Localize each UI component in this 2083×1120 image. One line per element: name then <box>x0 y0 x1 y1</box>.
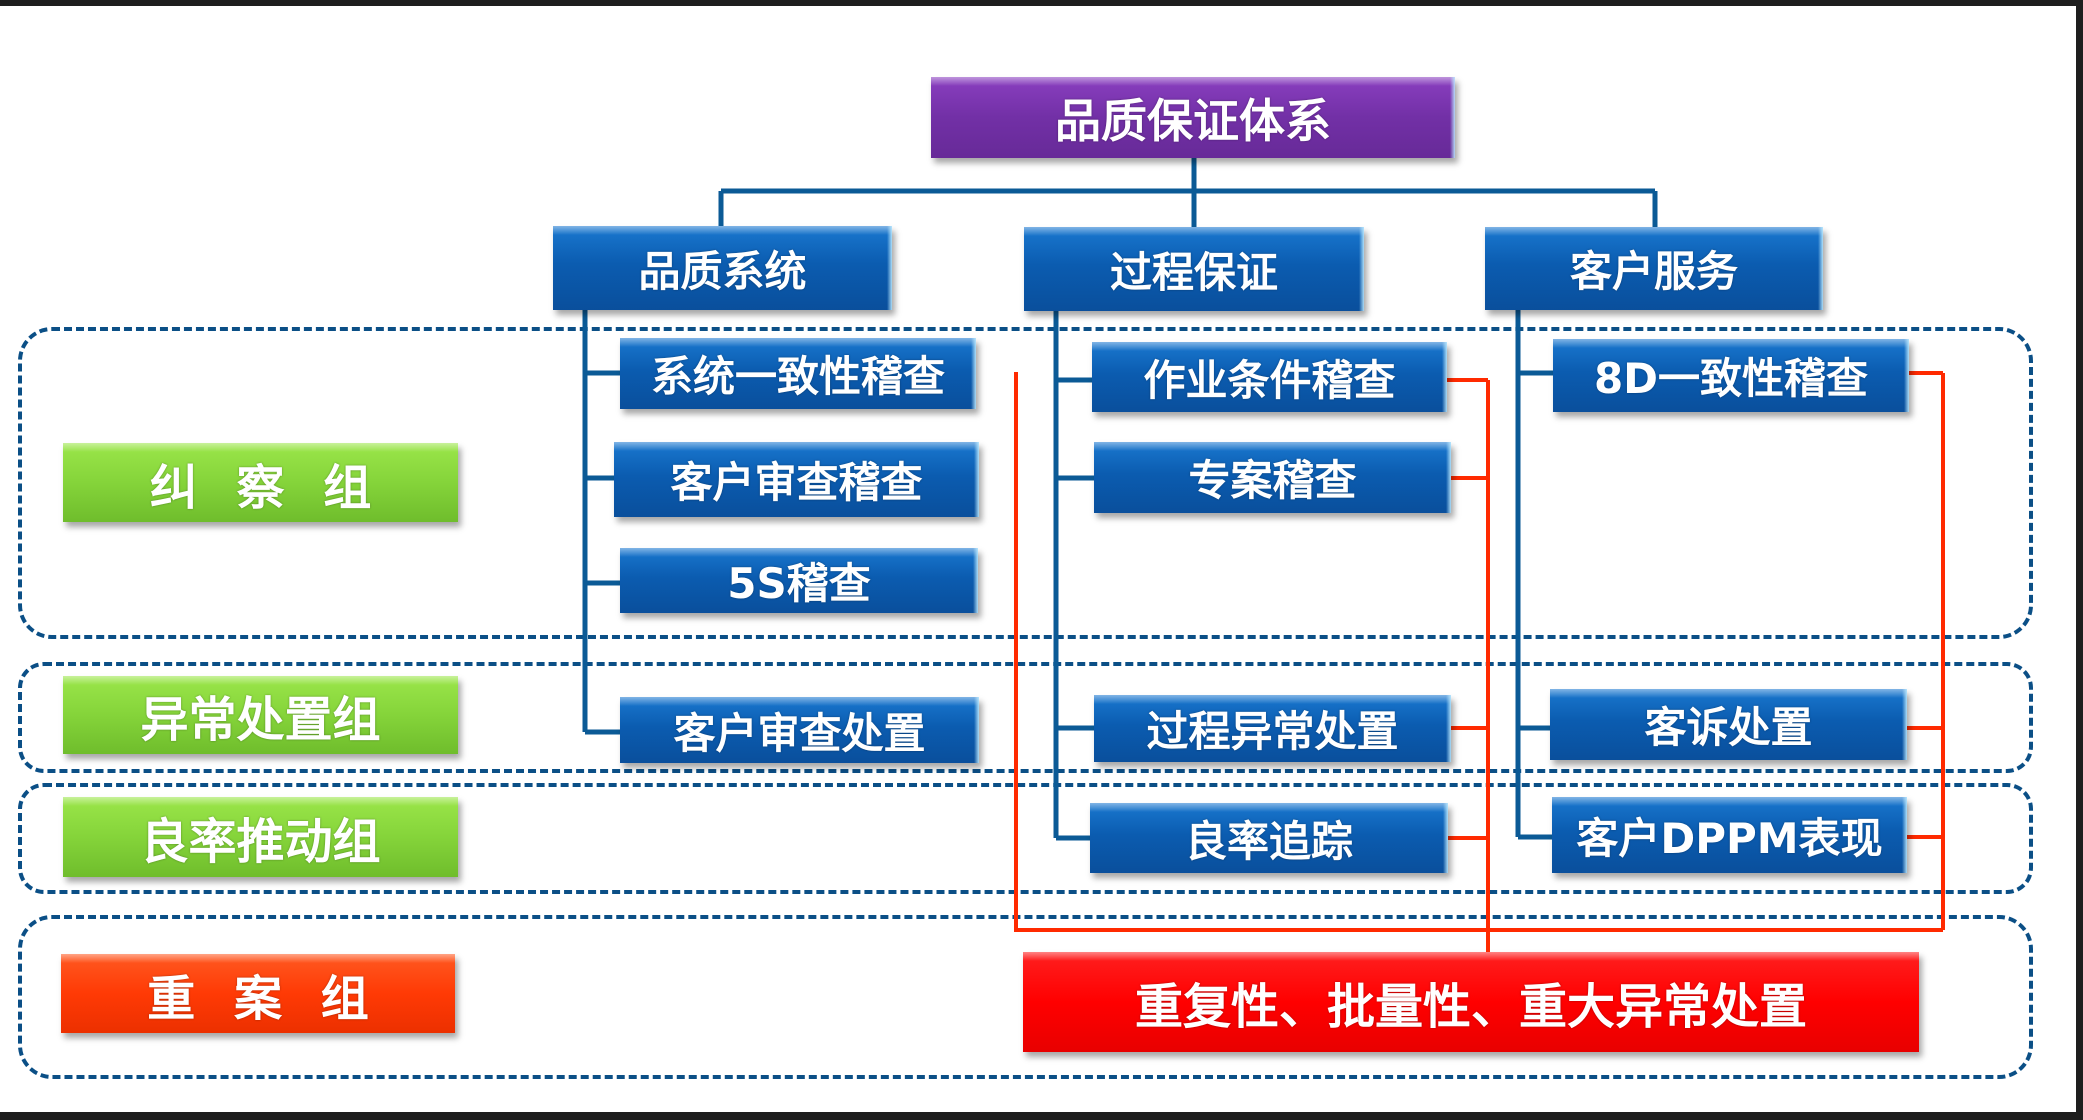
item-work-condition-audit: 作业条件稽查 <box>1092 342 1447 412</box>
pillar-label: 过程保证 <box>1109 247 1278 297</box>
diagram-canvas: 品质保证体系 品质系统 过程保证 客户服务 纠 察 组 异常处置组 良率推动组 … <box>0 6 2076 1112</box>
item-8d-consistency-audit: 8D一致性稽查 <box>1553 339 1909 412</box>
group-label-inspection: 纠 察 组 <box>63 443 458 522</box>
item-label: 客户审查处置 <box>673 708 926 758</box>
pillar-label: 品质系统 <box>638 246 807 296</box>
pillar-process-assurance: 过程保证 <box>1024 227 1364 311</box>
group-label-text: 良率推动组 <box>140 814 381 870</box>
pillar-label: 客户服务 <box>1569 247 1738 296</box>
item-system-consistency-audit: 系统一致性稽查 <box>620 338 976 409</box>
major-case-label: 重复性、批量性、重大异常处置 <box>1134 979 1807 1035</box>
item-label: 专案稽查 <box>1188 456 1357 505</box>
item-label: 客户DPPM表现 <box>1576 813 1883 863</box>
group-label-text: 纠 察 组 <box>149 459 372 516</box>
item-label: 良率追踪 <box>1184 816 1353 866</box>
item-customer-complaint-handling: 客诉处置 <box>1550 689 1907 760</box>
item-process-exception-handling: 过程异常处置 <box>1094 695 1451 762</box>
item-5s-audit: 5S稽查 <box>620 548 978 613</box>
item-label: 客诉处置 <box>1644 703 1813 752</box>
pillar-quality-system: 品质系统 <box>553 226 892 310</box>
pillar-customer-service: 客户服务 <box>1485 227 1823 310</box>
item-label: 8D一致性稽查 <box>1593 354 1869 403</box>
item-label: 5S稽查 <box>727 559 871 608</box>
root-connector <box>718 158 1658 227</box>
group-label-text: 重 案 组 <box>147 970 369 1027</box>
item-label: 系统一致性稽查 <box>650 352 945 401</box>
item-customer-review-audit: 客户审查稽查 <box>614 442 979 517</box>
item-project-audit: 专案稽查 <box>1094 442 1451 513</box>
group-label-exception: 异常处置组 <box>63 676 458 754</box>
item-yield-tracking: 良率追踪 <box>1090 803 1448 873</box>
group-label-major-case: 重 案 组 <box>61 954 455 1033</box>
item-label: 作业条件稽查 <box>1143 355 1396 405</box>
item-customer-review-handling: 客户审查处置 <box>620 697 979 763</box>
item-customer-dppm-performance: 客户DPPM表现 <box>1552 797 1907 873</box>
root-node: 品质保证体系 <box>931 77 1455 158</box>
group-label-text: 异常处置组 <box>140 692 381 748</box>
root-node-label: 品质保证体系 <box>1055 93 1331 148</box>
item-label: 过程异常处置 <box>1146 707 1399 756</box>
group-label-yield: 良率推动组 <box>63 797 458 877</box>
major-case-handling: 重复性、批量性、重大异常处置 <box>1023 952 1919 1052</box>
item-label: 客户审查稽查 <box>670 458 923 507</box>
